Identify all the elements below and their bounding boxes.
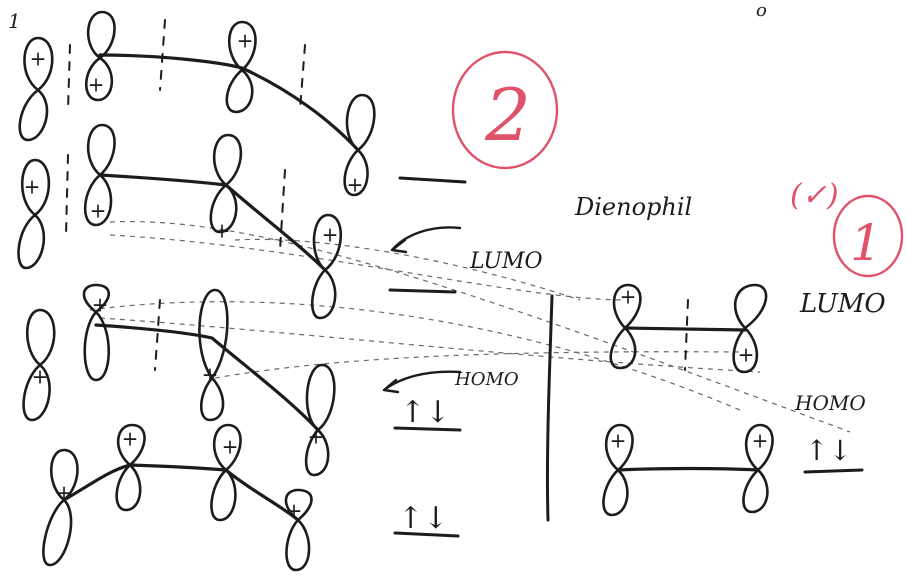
interaction-lines — [89, 220, 851, 433]
diene-mo-1: + + + + ↑↓ — [42, 423, 460, 572]
divider-line — [545, 294, 554, 522]
level-label-lumo: LUMO — [469, 249, 543, 274]
ring-number: 1 — [850, 214, 882, 272]
diene-mo-2: + + + + HOMO ↑↓ — [22, 283, 519, 477]
electron-pair-label: ↑↓ — [398, 501, 448, 536]
phase-sign: + — [610, 429, 627, 453]
phase-sign: + — [308, 425, 325, 449]
energy-level-line — [388, 288, 457, 294]
phase-sign: + — [122, 427, 139, 451]
phase-sign: + — [202, 363, 219, 387]
diene-mo-3: + + + + LUMO — [17, 123, 543, 320]
phase-sign: + — [738, 343, 755, 367]
phase-sign: + — [322, 223, 339, 247]
ring-mark-2: 2 — [451, 50, 559, 170]
dienophile-lumo: + + LUMO — [609, 283, 886, 374]
level-label-homo: HOMO — [794, 391, 866, 415]
phase-sign: + — [286, 499, 303, 523]
arrow-icon — [382, 370, 462, 394]
phase-sign: + — [347, 173, 364, 197]
electron-pair-label: ↑↓ — [805, 434, 852, 467]
phase-sign: + — [88, 73, 105, 97]
dienophile-homo: + + HOMO ↑↓ — [602, 391, 866, 517]
diene-number-label: 1 — [8, 9, 21, 33]
diene-mo-4: + + + + — [18, 10, 467, 197]
ring-number: 2 — [484, 73, 531, 157]
energy-level-line — [393, 426, 462, 432]
energy-level-line — [393, 531, 460, 538]
dienophile-label: Dienophil — [574, 193, 692, 221]
energy-level-line — [398, 176, 467, 184]
phase-sign: + — [214, 219, 231, 243]
interaction-line — [109, 220, 851, 433]
arrow-icon — [390, 226, 462, 254]
level-label-lumo: LUMO — [799, 289, 886, 319]
phase-sign: + — [32, 365, 49, 389]
interaction-line — [109, 234, 626, 301]
energy-level-line — [803, 468, 864, 474]
phase-sign: + — [620, 285, 637, 309]
dienophile-check: (✓) — [790, 178, 839, 213]
ring-mark-1: 1 — [832, 194, 904, 278]
phase-sign: + — [30, 47, 47, 71]
top-mark: o — [756, 0, 767, 21]
phase-sign: + — [752, 429, 769, 453]
interaction-line — [234, 238, 581, 301]
phase-sign: + — [237, 29, 254, 53]
level-label-homo: HOMO — [454, 369, 519, 390]
phase-sign: + — [24, 175, 41, 199]
phase-sign: + — [56, 481, 73, 505]
interaction-line — [99, 317, 761, 373]
electron-pair-label: ↑↓ — [400, 395, 450, 430]
interaction-line — [89, 301, 741, 411]
phase-sign: + — [92, 293, 109, 317]
phase-sign: + — [90, 199, 107, 223]
phase-sign: + — [222, 435, 239, 459]
